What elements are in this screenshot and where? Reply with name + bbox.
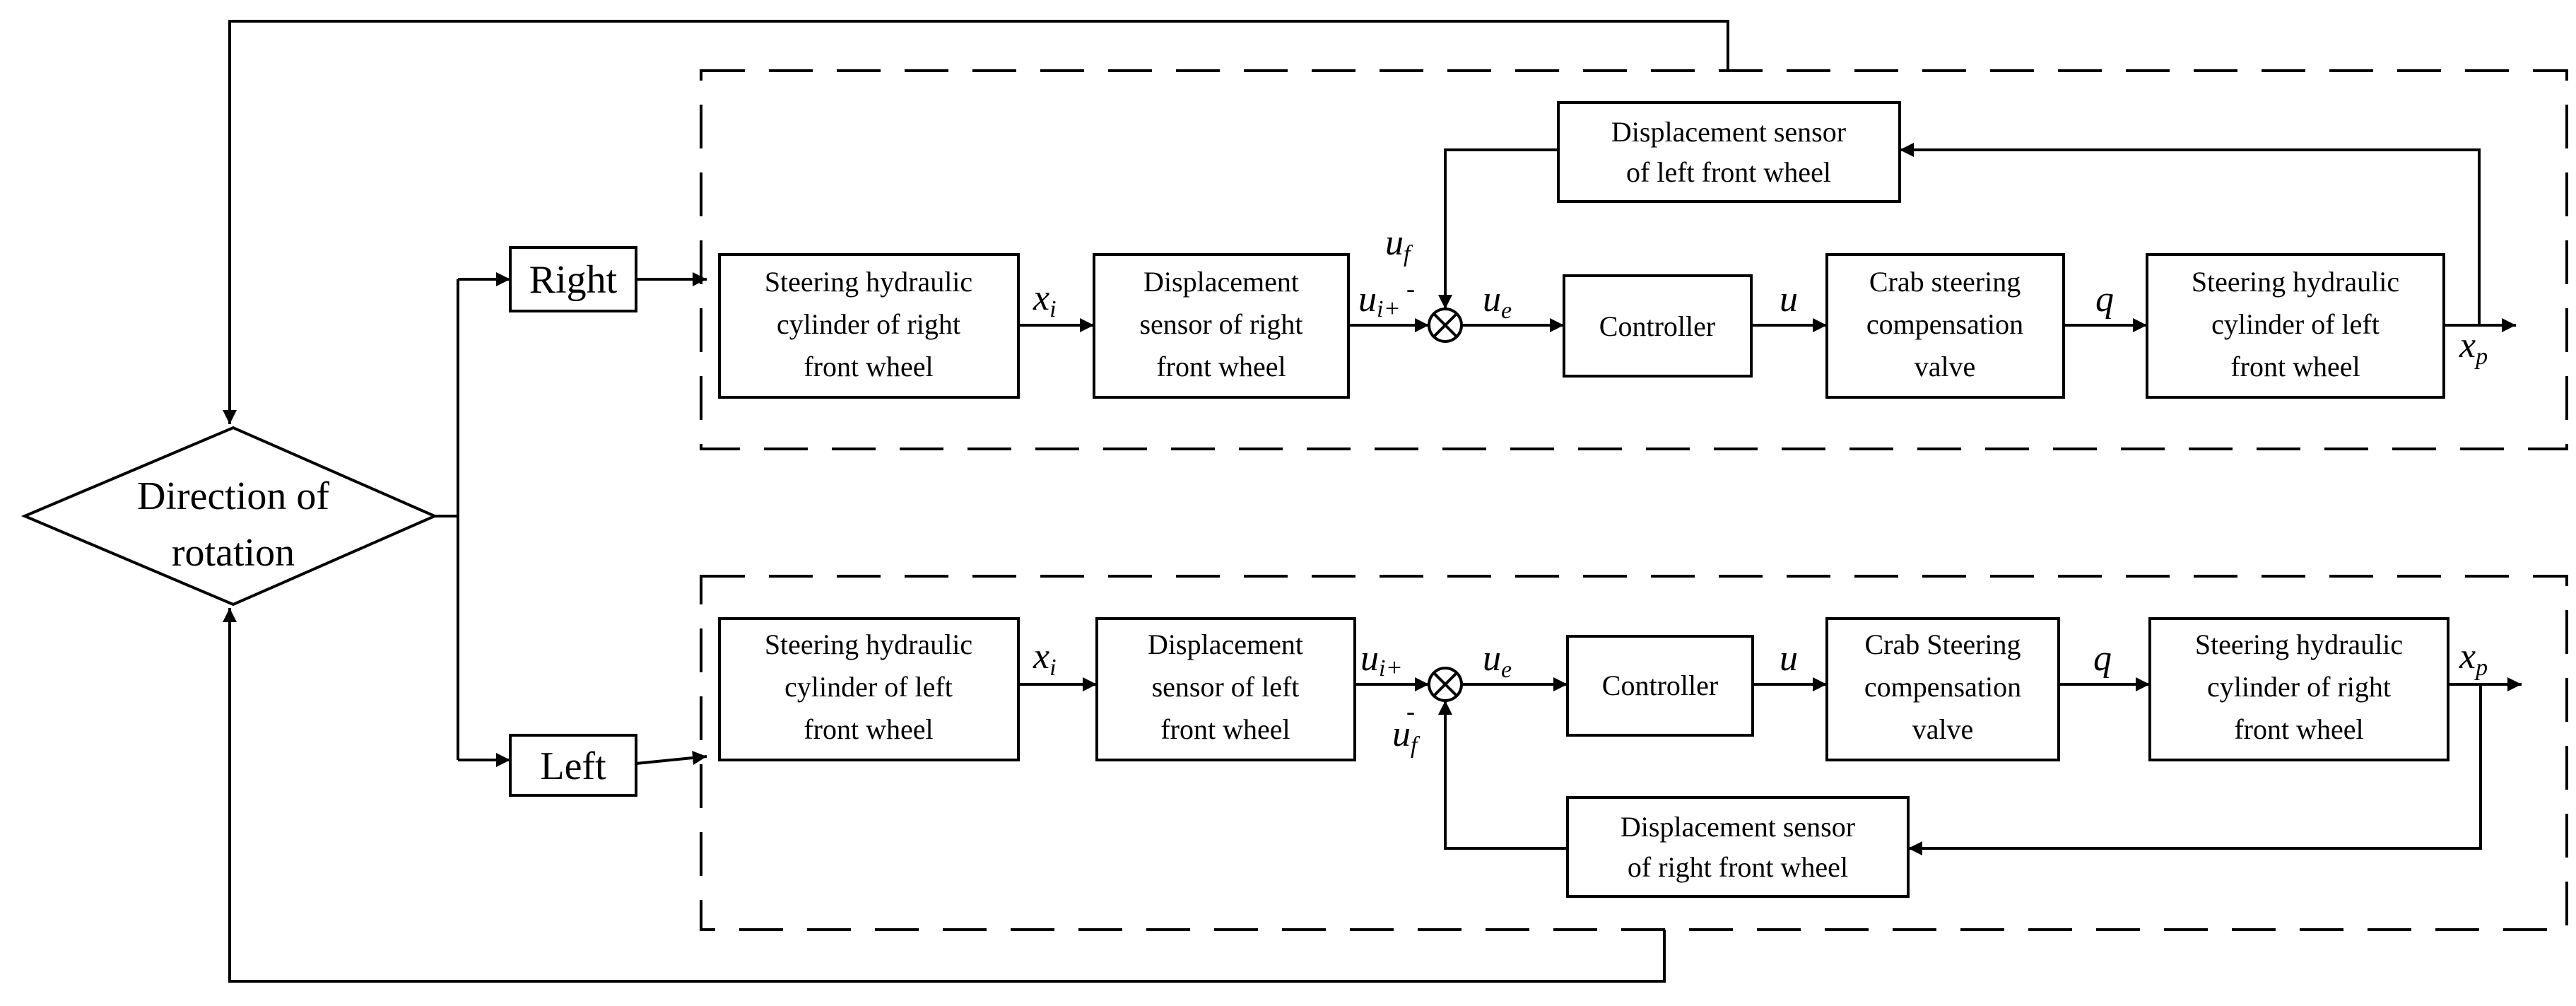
top-signal-u: u: [1780, 279, 1798, 320]
bottom-signal-ui: ui+: [1360, 638, 1403, 682]
top-minus-sign: -: [1406, 274, 1415, 303]
top-block-controller: [1563, 274, 1753, 378]
top-block2-line2: sensor of right: [1139, 308, 1302, 340]
bottom-signal-ue: ue: [1483, 638, 1512, 683]
top-feedback-to-sensor: [1900, 143, 2481, 325]
bottom-block2-line3: front wheel: [1160, 713, 1290, 745]
decision-label-line1: Direction of: [137, 474, 329, 518]
bottom-outer-feedback-line: [223, 608, 1666, 983]
top-block4-line2: cylinder of left: [2211, 308, 2380, 340]
top-block4-line3: front wheel: [2230, 351, 2360, 382]
bottom-block4-line3: front wheel: [2234, 713, 2363, 745]
top-block-cylinder-left: [2146, 253, 2445, 399]
left-to-bottom-loop-arrow: [635, 751, 707, 765]
top-signal-q: q: [2095, 279, 2114, 320]
bottom-feedback-to-sensor: [1908, 684, 2482, 855]
bottom-signal-xp: xp: [2459, 636, 2488, 681]
bottom-block-valve: [1825, 617, 2060, 761]
bottom-feedback-sensor-box: [1566, 796, 1910, 898]
bottom-controller-label: Controller: [1602, 669, 1718, 701]
top-feedback-line2: of left front wheel: [1626, 156, 1831, 188]
top-block1-line2: cylinder of right: [777, 308, 960, 340]
top-feedback-line1: Displacement sensor: [1611, 116, 1846, 148]
left-branch-box: [509, 734, 637, 797]
bottom-block3-line3: valve: [1912, 713, 1974, 745]
bottom-feedback-line2: of right front wheel: [1628, 851, 1848, 883]
bottom-signal-q: q: [2093, 638, 2112, 679]
bottom-block1-line3: front wheel: [804, 713, 933, 745]
top-dashed-frame: [700, 69, 2568, 450]
top-block-cylinder-right: [718, 253, 1020, 399]
right-branch-label: Right: [529, 258, 618, 302]
top-outer-feedback-line: [223, 20, 1729, 424]
top-block-valve: [1825, 253, 2065, 399]
bottom-block2-line1: Displacement: [1148, 628, 1303, 660]
bottom-feedback-to-sum: [1438, 701, 1568, 850]
bottom-block3-line2: compensation: [1864, 671, 2021, 703]
top-feedback-to-sum: [1438, 148, 1558, 309]
top-block2-line1: Displacement: [1143, 266, 1299, 298]
top-control-loop: Steering hydraulic cylinder of right fro…: [718, 101, 2516, 399]
top-block1-line1: Steering hydraulic: [765, 266, 972, 298]
bottom-signal-u: u: [1780, 638, 1798, 679]
top-signal-uf: uf: [1385, 223, 1413, 267]
top-block4-line1: Steering hydraulic: [2192, 266, 2399, 298]
bottom-block1-line2: cylinder of left: [784, 671, 953, 703]
bottom-sum-cross-b: [1433, 672, 1458, 697]
bottom-block-controller: [1566, 635, 1754, 737]
bottom-block4-line1: Steering hydraulic: [2195, 628, 2403, 660]
bottom-block2-line2: sensor of left: [1152, 671, 1300, 703]
top-block1-line3: front wheel: [804, 351, 933, 382]
bottom-block4-line2: cylinder of right: [2207, 671, 2391, 703]
bottom-dashed-frame: [700, 575, 2568, 931]
top-block2-line3: front wheel: [1156, 351, 1286, 382]
top-signal-xp: xp: [2459, 325, 2488, 370]
top-block-sensor-right: [1093, 253, 1350, 399]
right-branch-box: [509, 246, 637, 312]
top-feedback-sensor-box: [1557, 101, 1901, 203]
bottom-block-cylinder-right: [2148, 617, 2449, 761]
bottom-block-sensor-left: [1095, 617, 1356, 761]
top-block3-line2: compensation: [1866, 308, 2023, 340]
top-signal-ui: ui+: [1358, 279, 1401, 322]
bottom-block3-line1: Crab Steering: [1864, 628, 2021, 660]
left-branch-label: Left: [540, 744, 606, 788]
top-sum-cross-b: [1433, 312, 1458, 338]
bottom-signal-xi: xi: [1033, 636, 1057, 681]
top-signal-xi: xi: [1033, 278, 1057, 322]
bottom-block1-line1: Steering hydraulic: [765, 628, 972, 660]
top-block3-line3: valve: [1915, 351, 1976, 382]
decision-label-line2: rotation: [172, 531, 295, 575]
top-controller-label: Controller: [1599, 310, 1715, 342]
top-block3-line1: Crab steering: [1869, 266, 2021, 298]
bottom-feedback-line1: Displacement sensor: [1621, 811, 1855, 843]
bottom-minus-sign: -: [1406, 697, 1415, 725]
bottom-control-loop: Steering hydraulic cylinder of left fron…: [718, 617, 2522, 898]
bottom-block-cylinder-left: [718, 617, 1020, 761]
top-signal-ue: ue: [1483, 279, 1512, 324]
